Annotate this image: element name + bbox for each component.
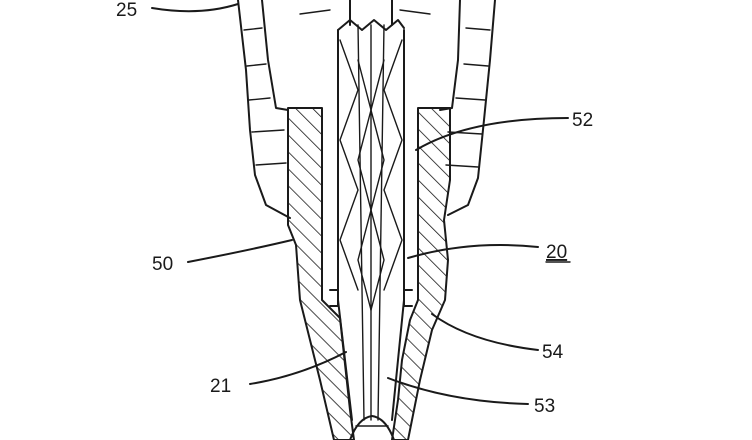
leader-54 — [431, 313, 539, 351]
leader-21 — [249, 351, 347, 385]
leader-52 — [415, 117, 569, 151]
label-53: 53 — [534, 396, 555, 417]
ball-tip — [349, 415, 395, 440]
housing-facets — [243, 9, 491, 168]
label-20: 20 — [546, 242, 567, 263]
label-21: 21 — [210, 376, 231, 397]
label-54: 54 — [542, 342, 564, 363]
leader-50 — [187, 239, 293, 263]
label-50: 50 — [152, 254, 173, 275]
central-core — [329, 0, 413, 421]
leader-25 — [151, 3, 239, 13]
upper-housing — [237, 0, 496, 219]
leader-53 — [387, 377, 529, 405]
sleeve-right — [391, 107, 451, 440]
sleeve-left — [287, 107, 355, 440]
leader-20 — [407, 244, 539, 259]
label-52: 52 — [572, 110, 593, 131]
label-25: 25 — [116, 0, 137, 21]
